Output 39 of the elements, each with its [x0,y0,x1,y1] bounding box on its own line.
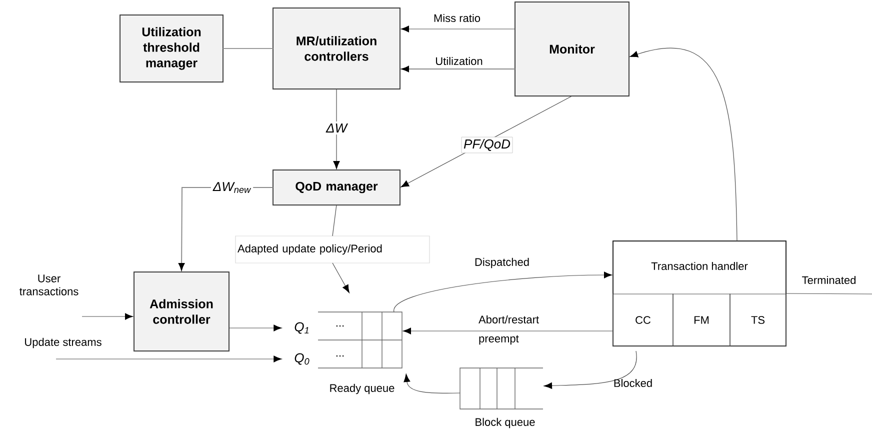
queue-caption: Block queue [476,418,535,428]
edge-label: Miss ratio [434,14,480,22]
arrow [630,48,738,242]
edge-label: Blocked [614,378,652,388]
block-queue-drawing [460,368,544,410]
edge-label: PF/QoD [461,136,513,154]
controller-box: Admission controller [134,272,230,352]
ellipsis: ... [336,325,344,327]
arrow [400,26,516,32]
module-cell: TS [730,294,786,346]
module-cell: FM [672,294,730,346]
arrow [402,328,614,334]
monitor-box: Monitor [514,2,630,96]
controller-box: MR/utilization controllers [272,8,400,90]
edge-label: ΔW$_{new}$ [210,180,254,195]
arrow [402,66,516,72]
edge-label: ΔW [324,122,349,134]
arrow [228,324,282,332]
queue-label: Q$_{1}$ [294,322,309,334]
edge-label: Update streams [25,338,102,348]
arrow [332,262,350,293]
edge-label: Abort/restart preempt [478,315,539,345]
arrow [394,272,612,312]
edge-label: Utilization [436,56,482,66]
edge-label: User transactions [20,274,78,296]
queue-caption: Ready queue [330,384,394,394]
arrow [544,350,637,389]
edge-label: Terminated [802,276,856,284]
ready-queue-drawing [318,312,402,368]
queue-label: Q$_{0}$ [294,353,310,365]
module-cell: CC [612,294,674,346]
ellipsis: ... [336,355,344,357]
arrow [404,374,460,394]
arrow [82,313,134,320]
arrow [56,356,282,362]
edge-label: Dispatched [475,258,529,268]
policy-box: Adapted update policy/Period [235,236,430,264]
manager-box: Utilization threshold manager [120,14,224,82]
manager-box: QoD manager [272,170,400,206]
